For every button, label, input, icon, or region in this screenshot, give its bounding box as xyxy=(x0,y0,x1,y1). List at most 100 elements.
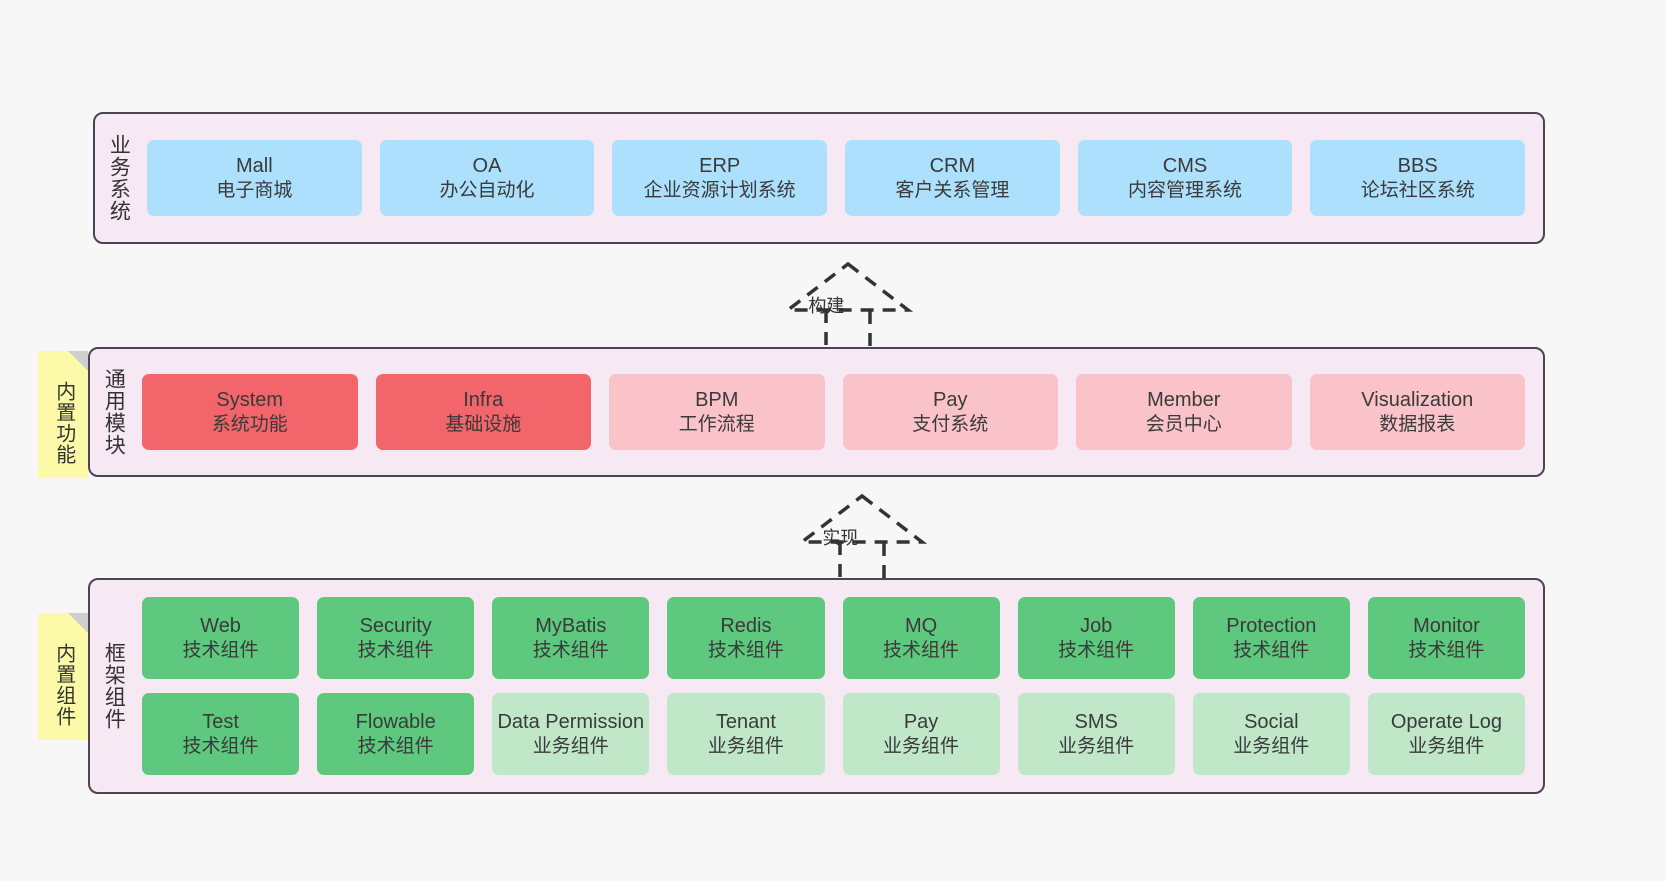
component-name: Flowable xyxy=(355,711,436,734)
module-card-oa[interactable]: OA 办公自动化 xyxy=(379,140,595,216)
module-card-mall[interactable]: Mall 电子商城 xyxy=(147,140,362,216)
module-card-cms[interactable]: CMS 内容管理系统 xyxy=(1077,140,1293,216)
row: Mall 电子商城 OA 办公自动化 ERP 企业资源计划系统 CRM 客户关系… xyxy=(147,140,1526,216)
module-name: Visualization xyxy=(1361,389,1474,412)
component-desc: 业务组件 xyxy=(1233,735,1310,757)
note-fold-corner-icon xyxy=(68,613,88,633)
component-desc: 业务组件 xyxy=(883,735,960,757)
module-name: CMS xyxy=(1162,155,1208,178)
module-card-member[interactable]: Member 会员中心 xyxy=(1076,374,1292,450)
module-name: BPM xyxy=(695,389,739,412)
component-desc: 技术组件 xyxy=(357,735,434,757)
module-desc: 数据报表 xyxy=(1379,413,1456,435)
module-name: CRM xyxy=(929,155,976,178)
component-name: Job xyxy=(1080,615,1113,638)
module-card-bbs[interactable]: BBS 论坛社区系统 xyxy=(1310,140,1526,216)
module-card-system[interactable]: System 系统功能 xyxy=(142,374,358,450)
module-desc: 基础设施 xyxy=(445,413,522,435)
component-name: Test xyxy=(202,711,239,734)
note-label: 内置功能 xyxy=(52,380,75,465)
component-card-data-permission[interactable]: Data Permission 业务组件 xyxy=(492,693,650,775)
build-arrow-glyph xyxy=(782,261,914,352)
layer-business-system: 业务系统 Mall 电子商城 OA 办公自动化 ERP 企业资源计划系统 CRM… xyxy=(93,112,1545,244)
implement-arrow: 实现 xyxy=(772,490,952,585)
layer-title-common-module: 通用模块 xyxy=(102,368,126,456)
component-card-tenant[interactable]: Tenant 业务组件 xyxy=(667,693,825,775)
component-card-sms[interactable]: SMS 业务组件 xyxy=(1017,693,1175,775)
module-name: Infra xyxy=(463,389,504,412)
component-desc: 技术组件 xyxy=(707,639,784,661)
module-card-bpm[interactable]: BPM 工作流程 xyxy=(609,374,825,450)
module-desc: 工作流程 xyxy=(678,413,755,435)
component-card-redis[interactable]: Redis 技术组件 xyxy=(667,597,825,679)
module-card-infra[interactable]: Infra 基础设施 xyxy=(375,374,591,450)
module-card-erp[interactable]: ERP 企业资源计划系统 xyxy=(612,140,828,216)
component-name: Pay xyxy=(903,711,939,734)
component-name: MyBatis xyxy=(535,615,607,638)
build-arrow-label: 构建 xyxy=(808,296,845,316)
component-name: Operate Log xyxy=(1390,711,1503,734)
component-name: MQ xyxy=(904,615,938,638)
note-builtin-function: 内置功能 xyxy=(38,351,88,478)
component-card-test[interactable]: Test 技术组件 xyxy=(142,693,300,775)
layer-body-framework-component: Web 技术组件 Security 技术组件 MyBatis 技术组件 Redi… xyxy=(136,580,1543,792)
component-name: Protection xyxy=(1226,615,1317,638)
component-desc: 技术组件 xyxy=(357,639,434,661)
component-desc: 技术组件 xyxy=(883,639,960,661)
layer-framework-component: 框架组件 Web 技术组件 Security 技术组件 MyBatis 技术组件… xyxy=(88,578,1545,794)
note-builtin-component: 内置组件 xyxy=(38,613,88,740)
layer-body-common-module: System 系统功能 Infra 基础设施 BPM 工作流程 Pay 支付系统… xyxy=(136,349,1543,475)
component-desc: 业务组件 xyxy=(1058,735,1135,757)
module-desc: 客户关系管理 xyxy=(895,179,1010,201)
module-name: ERP xyxy=(699,155,741,178)
module-name: BBS xyxy=(1397,155,1438,178)
component-desc: 业务组件 xyxy=(532,735,609,757)
module-desc: 办公自动化 xyxy=(439,179,535,201)
component-card-job[interactable]: Job 技术组件 xyxy=(1017,597,1175,679)
component-name: Redis xyxy=(720,615,772,638)
component-card-web[interactable]: Web 技术组件 xyxy=(142,597,300,679)
component-desc: 技术组件 xyxy=(182,735,259,757)
component-name: Monitor xyxy=(1413,615,1480,638)
implement-arrow-label: 实现 xyxy=(822,528,859,548)
row: System 系统功能 Infra 基础设施 BPM 工作流程 Pay 支付系统… xyxy=(142,374,1525,450)
module-name: Pay xyxy=(933,389,968,412)
component-desc: 业务组件 xyxy=(707,735,784,757)
component-desc: 业务组件 xyxy=(1408,735,1485,757)
note-label: 内置组件 xyxy=(52,642,75,727)
component-desc: 技术组件 xyxy=(182,639,259,661)
module-desc: 系统功能 xyxy=(211,413,288,435)
component-name: Tenant xyxy=(715,711,776,734)
component-name: Social xyxy=(1244,711,1299,734)
module-card-crm[interactable]: CRM 客户关系管理 xyxy=(845,140,1060,216)
layer-title-framework-component: 框架组件 xyxy=(102,642,126,730)
module-card-visualization[interactable]: Visualization 数据报表 xyxy=(1309,374,1525,450)
build-arrow: 构建 xyxy=(758,258,938,353)
implement-arrow-glyph xyxy=(796,493,928,584)
component-card-mybatis[interactable]: MyBatis 技术组件 xyxy=(492,597,650,679)
module-name: System xyxy=(216,389,284,412)
component-name: SMS xyxy=(1074,711,1118,734)
component-card-flowable[interactable]: Flowable 技术组件 xyxy=(317,693,475,775)
module-desc: 内容管理系统 xyxy=(1128,179,1243,201)
module-desc: 支付系统 xyxy=(912,413,989,435)
note-fold-corner-icon xyxy=(68,351,88,371)
component-card-security[interactable]: Security 技术组件 xyxy=(317,597,475,679)
module-desc: 会员中心 xyxy=(1145,413,1222,435)
component-card-social[interactable]: Social 业务组件 xyxy=(1192,693,1350,775)
component-card-pay[interactable]: Pay 业务组件 xyxy=(842,693,1000,775)
layer-common-module: 通用模块 System 系统功能 Infra 基础设施 BPM 工作流程 Pay… xyxy=(88,347,1545,477)
component-name: Security xyxy=(359,615,432,638)
layer-body-business-system: Mall 电子商城 OA 办公自动化 ERP 企业资源计划系统 CRM 客户关系… xyxy=(141,114,1543,242)
module-name: OA xyxy=(472,155,502,178)
component-card-mq[interactable]: MQ 技术组件 xyxy=(842,597,1000,679)
component-desc: 技术组件 xyxy=(1058,639,1135,661)
component-desc: 技术组件 xyxy=(532,639,609,661)
module-card-pay[interactable]: Pay 支付系统 xyxy=(842,374,1058,450)
component-name: Web xyxy=(200,615,241,638)
component-card-protection[interactable]: Protection 技术组件 xyxy=(1192,597,1350,679)
component-card-operate-log[interactable]: Operate Log 业务组件 xyxy=(1367,693,1525,775)
component-card-monitor[interactable]: Monitor 技术组件 xyxy=(1367,597,1525,679)
component-name: Data Permission xyxy=(497,711,645,734)
